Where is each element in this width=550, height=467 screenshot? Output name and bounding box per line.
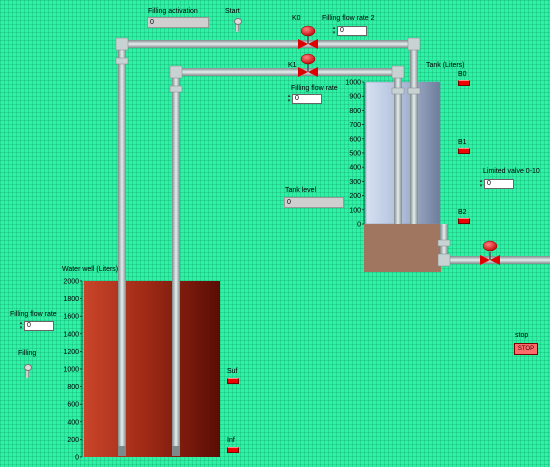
filling-flow-rate-left-value[interactable]: 0 bbox=[24, 321, 54, 331]
tank-scale-tick-label: 300 bbox=[349, 179, 361, 186]
sensor-b2-label: B2 bbox=[458, 209, 467, 216]
well-scale-tick-label: 400 bbox=[67, 419, 79, 426]
water-well bbox=[84, 281, 220, 457]
pipe-k0 bbox=[115, 37, 421, 456]
start-toggle-switch[interactable] bbox=[234, 18, 242, 32]
tank-level-label: Tank level bbox=[285, 187, 317, 194]
sensor-b2-led bbox=[458, 218, 470, 224]
valve-k0-label: K0 bbox=[292, 15, 301, 22]
tank-scale-tick-label: 200 bbox=[349, 193, 361, 200]
tank-scale-tick-label: 600 bbox=[349, 136, 361, 143]
valve-k1[interactable] bbox=[298, 53, 318, 77]
filling-flow-rate-left-control[interactable]: ▴▾ 0 bbox=[18, 321, 54, 331]
tank-level-display: 0 bbox=[284, 197, 344, 208]
sensor-b0-led bbox=[458, 80, 470, 86]
filling-toggle-switch[interactable] bbox=[24, 364, 32, 378]
stop-label: stop bbox=[515, 332, 529, 339]
well-scale-tick-label: 200 bbox=[67, 437, 79, 444]
spin-arrows-icon[interactable]: ▴▾ bbox=[479, 178, 483, 189]
sensor-suf-led bbox=[227, 378, 239, 384]
well-scale-tick-label: 1000 bbox=[63, 367, 79, 374]
valve-k0[interactable] bbox=[298, 25, 318, 49]
tank-label: Tank (Liters) bbox=[426, 62, 465, 69]
pipe-k1 bbox=[169, 65, 421, 456]
tank-scale-tick-label: 800 bbox=[349, 108, 361, 115]
tank-scale-tick-label: 500 bbox=[349, 151, 361, 158]
limited-valve-control[interactable]: ▴▾ 0 bbox=[478, 179, 514, 189]
tank-scale-tick-label: 1000 bbox=[345, 80, 361, 87]
filling-flow-rate-2-label: Filling flow rate 2 bbox=[322, 15, 375, 22]
tank-scale-tick-label: 100 bbox=[349, 207, 361, 214]
spin-arrows-icon[interactable]: ▴▾ bbox=[332, 25, 336, 36]
filling-flow-rate-left-label: Filling flow rate bbox=[10, 311, 57, 318]
valve-outlet[interactable] bbox=[480, 240, 500, 265]
sensor-b1-led bbox=[458, 148, 470, 154]
sensor-b0-label: B0 bbox=[458, 71, 467, 78]
well-scale-tick-label: 600 bbox=[67, 402, 79, 409]
tank-scale-tick-label: 400 bbox=[349, 165, 361, 172]
filling-flow-rate-2-control[interactable]: ▴▾ 0 bbox=[331, 26, 367, 36]
filling-flow-rate-2-value[interactable]: 0 bbox=[337, 26, 367, 36]
spin-arrows-icon[interactable]: ▴▾ bbox=[19, 320, 23, 331]
well-scale-tick-label: 1200 bbox=[63, 349, 79, 356]
well-scale-tick-label: 1600 bbox=[63, 314, 79, 321]
tank-scale-tick-label: 700 bbox=[349, 122, 361, 129]
well-scale-tick-label: 2000 bbox=[63, 279, 79, 286]
limited-valve-value[interactable]: 0 bbox=[484, 179, 514, 189]
sensor-inf-label: Inf bbox=[227, 437, 235, 444]
filling-activation-display: 0 bbox=[147, 17, 209, 28]
sensor-inf-led bbox=[227, 447, 239, 453]
tank-base bbox=[364, 224, 441, 272]
filling-label: Filling bbox=[18, 350, 37, 357]
tank-scale-tick-label: 900 bbox=[349, 94, 361, 101]
tank-scale-tick-label: 0 bbox=[357, 222, 361, 229]
well-scale-tick-label: 1800 bbox=[63, 296, 79, 303]
well-scale-tick-label: 1400 bbox=[63, 331, 79, 338]
filling-flow-rate-top-control[interactable]: ▴▾ 0 bbox=[286, 94, 322, 104]
well-scale-tick-label: 800 bbox=[67, 384, 79, 391]
well-scale-tick-label: 0 bbox=[75, 455, 79, 462]
stop-button[interactable]: STOP bbox=[514, 343, 538, 355]
start-label: Start bbox=[225, 8, 240, 15]
sensor-suf-label: Suf bbox=[227, 368, 238, 375]
filling-flow-rate-top-label: Filling flow rate bbox=[291, 85, 338, 92]
spin-arrows-icon[interactable]: ▴▾ bbox=[287, 93, 291, 104]
sensor-b1-label: B1 bbox=[458, 139, 467, 146]
filling-flow-rate-top-value[interactable]: 0 bbox=[292, 94, 322, 104]
limited-valve-label: Limited valve 0-10 bbox=[483, 168, 540, 175]
filling-activation-label: Filling activation bbox=[148, 8, 198, 15]
valve-k1-label: K1 bbox=[288, 62, 297, 69]
water-well-label: Water well (Liters) bbox=[62, 266, 119, 273]
tank-body bbox=[365, 81, 441, 225]
